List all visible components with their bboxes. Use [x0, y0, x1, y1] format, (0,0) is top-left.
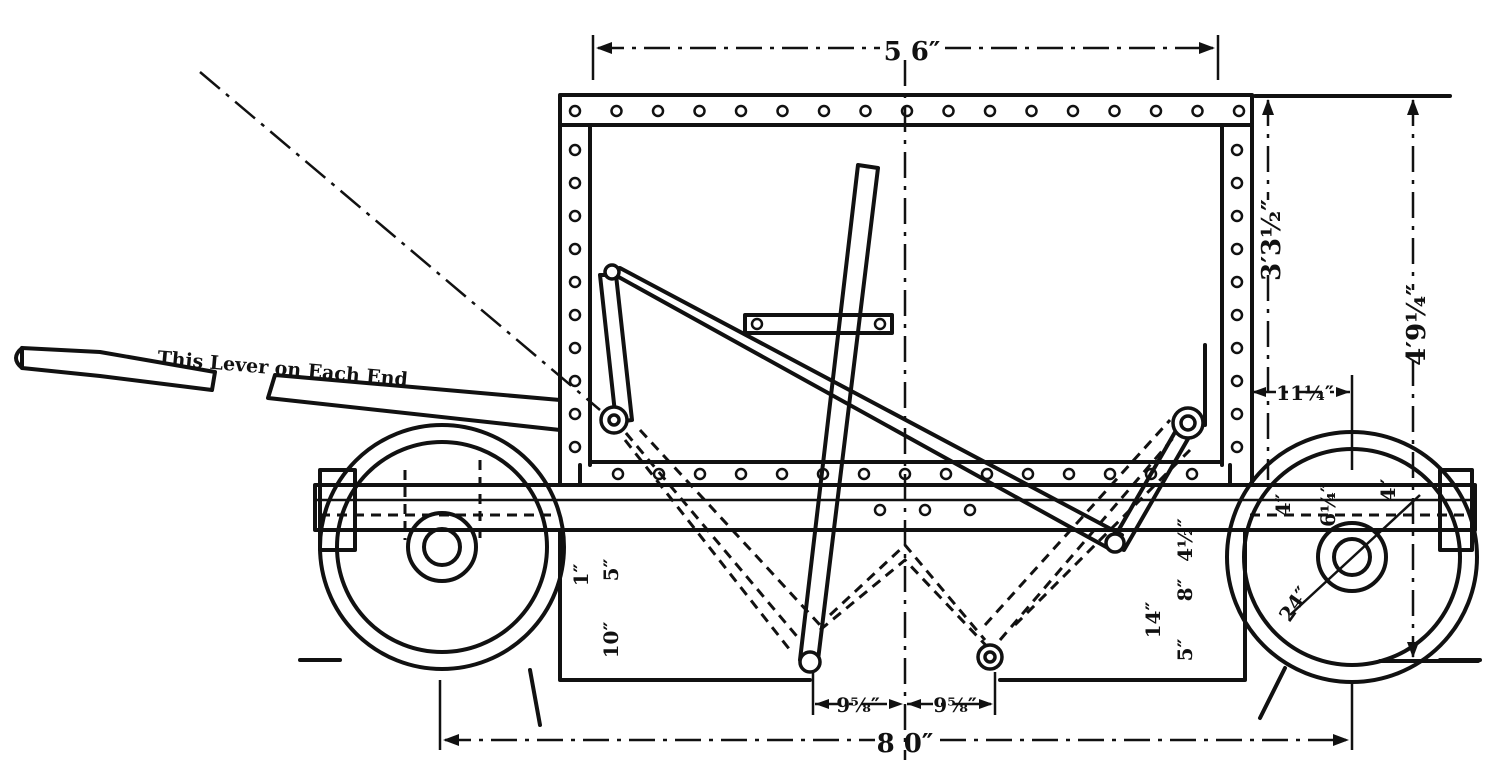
rivet [939, 467, 953, 481]
label-total-height: 4′9¼″ [1402, 284, 1432, 366]
dimension-top-width: 5 6″ [591, 35, 1220, 80]
rails [298, 658, 1482, 727]
dimension-overhang: 11¼″ [1250, 375, 1354, 470]
label-gap-left: 9⅝″ [836, 693, 880, 717]
rivet [651, 104, 665, 118]
dimension-gaps: 9⅝″ 9⅝″ [811, 672, 997, 717]
label-hub-4: 4″ [1376, 479, 1400, 502]
rivet [983, 104, 997, 118]
label-small-5: 5″ [1173, 639, 1197, 662]
rivet [568, 308, 582, 322]
rivet [568, 242, 582, 256]
label-axle-6: 6¼″ [1316, 483, 1340, 527]
rivet [1230, 275, 1244, 289]
label-body-height: 3′3½″ [1257, 199, 1287, 281]
rivet [1230, 374, 1244, 388]
rivet [1108, 104, 1121, 118]
rivet [1230, 176, 1244, 190]
rivet [1230, 308, 1244, 322]
rivet [568, 275, 582, 289]
rivet [568, 209, 582, 223]
dimension-overall-length: 8 0″ [438, 680, 1354, 759]
rivet [817, 104, 831, 118]
label-top-width: 5 6″ [884, 37, 941, 67]
label-small-14: 14″ [1141, 602, 1165, 639]
label-small-4b: 4½″ [1173, 518, 1197, 562]
door-small-dimensions: 14″ 8″ 4½″ 5″ 10″ 1″ 5″ [569, 518, 1197, 661]
wheel-right: 24″ 6¼″ 4″ 4″ [1225, 430, 1479, 684]
rivet [1230, 209, 1244, 223]
rivet [1185, 467, 1199, 481]
rivet [775, 467, 789, 481]
rivet [568, 143, 582, 157]
label-overhang: 11¼″ [1276, 381, 1334, 405]
rivet [1230, 440, 1244, 454]
rivet [1230, 341, 1244, 355]
rivet [1230, 407, 1244, 421]
rivet [568, 104, 582, 118]
rivet [734, 104, 748, 118]
rivet [568, 341, 582, 355]
label-small-10: 10″ [599, 622, 623, 659]
rivet [873, 503, 887, 517]
rivet [1149, 104, 1163, 118]
rivet [1025, 104, 1038, 118]
rivet [918, 503, 932, 517]
label-wheel-dia: 24″ [1274, 582, 1315, 626]
lever-linkage [598, 163, 1207, 674]
rivet [942, 104, 955, 118]
rivet [1230, 143, 1244, 157]
underframe [313, 463, 1477, 682]
rivet [568, 440, 582, 454]
rivet [568, 374, 582, 388]
rivet [859, 104, 872, 118]
rivet [1230, 242, 1244, 256]
label-small-8: 8″ [1173, 579, 1197, 602]
dimension-body-height: 3′3½″ [1257, 99, 1287, 480]
rivet [568, 176, 582, 190]
hand-lever: This Lever on Each End [14, 71, 601, 432]
dimension-total-height: 4′9¼″ [1253, 94, 1480, 663]
rivet [857, 467, 871, 481]
rivet [1066, 104, 1080, 118]
label-axle-4: 4″ [1271, 494, 1295, 517]
rivet [900, 104, 914, 118]
rivet [693, 104, 706, 118]
hopper-doors [613, 418, 1192, 657]
rivet [963, 503, 977, 517]
rivet [1062, 467, 1076, 481]
lever-note: This Lever on Each End [157, 347, 409, 391]
label-small-1: 1″ [569, 564, 593, 587]
rivet [1232, 104, 1246, 118]
rivet [1103, 467, 1117, 481]
rivet [1191, 104, 1204, 118]
wheel-left [318, 423, 566, 671]
rivet [734, 467, 748, 481]
label-small-5b: 5″ [599, 559, 623, 582]
rivet [611, 467, 625, 481]
rivet [693, 467, 707, 481]
rivet [1021, 467, 1035, 481]
rivet-pattern [568, 104, 1246, 517]
rivet [776, 104, 789, 118]
rivet [568, 407, 582, 421]
rivet [610, 104, 623, 118]
label-gap-right: 9⅝″ [933, 693, 977, 717]
